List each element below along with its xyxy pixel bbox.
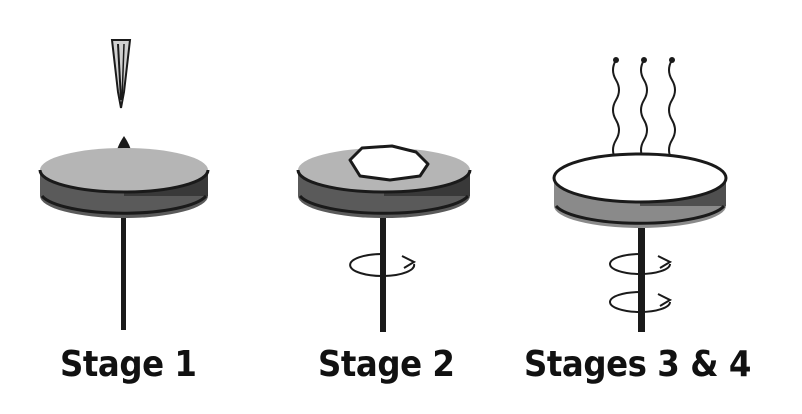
stage-1-label: Stage 1 [60, 344, 197, 385]
rotation-arrow-icon [609, 253, 673, 275]
stage-2-label: Stage 2 [318, 344, 455, 385]
rotation-arrow-icon [349, 253, 417, 277]
stage-3-4-label: Stages 3 & 4 [524, 344, 751, 385]
stage-1-shaft [121, 218, 126, 330]
stage-1-disk [38, 148, 210, 218]
vapor-wave-icon [612, 57, 676, 161]
stage-3-4-shaft [638, 228, 645, 332]
pipette-icon [110, 39, 132, 109]
stage-3-4-illustration [552, 57, 728, 332]
stage-1-illustration [38, 39, 210, 330]
stage-3-4-disk [552, 152, 728, 228]
rotation-arrow-icon [609, 291, 673, 313]
spreading-film [348, 144, 430, 182]
stage-2-illustration [296, 144, 472, 332]
